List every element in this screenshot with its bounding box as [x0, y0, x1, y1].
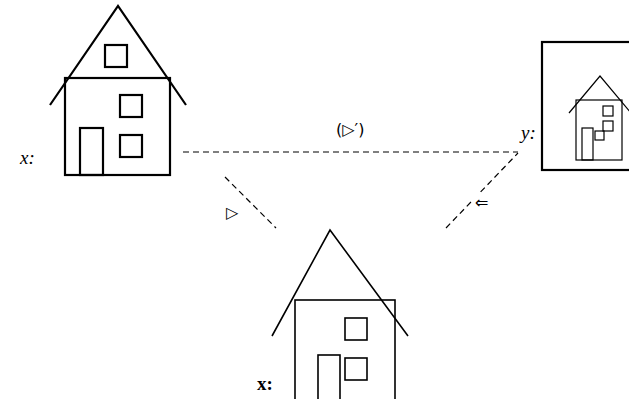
relation-symbol: ⇐ — [473, 193, 490, 213]
variable-label: x: — [257, 374, 273, 393]
house-node: x: — [255, 228, 410, 399]
house-drawing — [50, 6, 186, 175]
house-node: y: — [518, 40, 629, 170]
relation-symbol: (▷′) — [334, 120, 366, 140]
framed-house-picture — [542, 42, 629, 170]
variable-label: y: — [521, 123, 536, 142]
house-node: x: — [15, 5, 183, 177]
dashed-relation-line — [446, 153, 518, 228]
relation-symbol: ▷ — [224, 203, 240, 223]
house-drawing — [272, 230, 408, 399]
variable-label: x: — [20, 148, 35, 167]
dashed-relation-line — [225, 177, 276, 228]
dashed-relation-line — [183, 151, 518, 152]
